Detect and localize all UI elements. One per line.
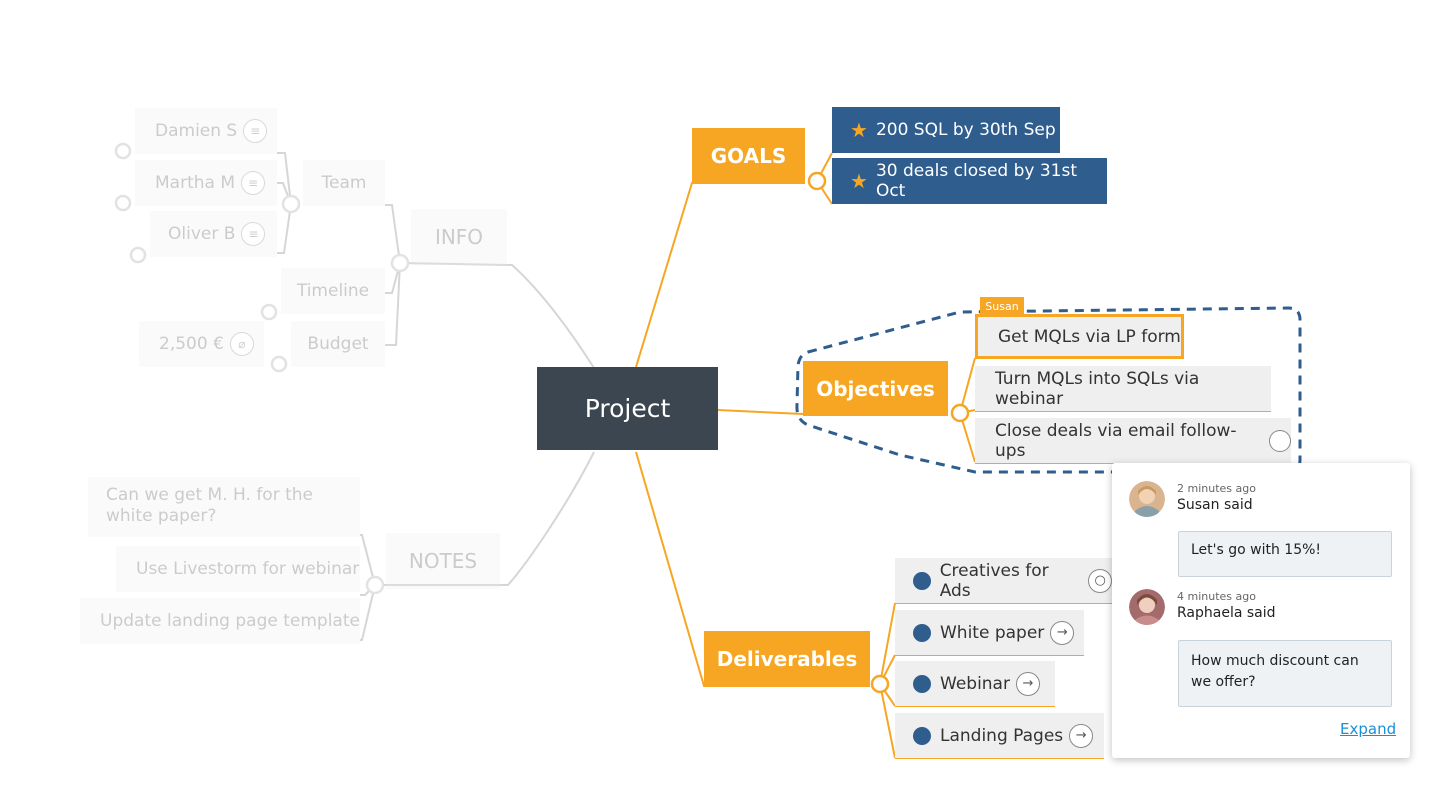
team-member-label: Martha M — [155, 173, 236, 193]
objective-item[interactable]: Turn MQLs into SQLs via webinar — [975, 366, 1271, 412]
goals-node[interactable]: GOALS — [692, 128, 805, 183]
comment-panel: 2 minutes ago Susan said Let's go with 1… — [1112, 463, 1410, 758]
arrow-right-icon[interactable]: → — [1050, 620, 1075, 645]
team-member-label: Damien S — [155, 121, 238, 141]
root-label: Project — [584, 394, 671, 423]
info-node[interactable]: INFO — [411, 209, 507, 265]
timeline-label: Timeline — [296, 281, 370, 301]
note-icon: ≡ — [241, 222, 266, 246]
note-text: Can we get M. H. for the white paper? — [106, 485, 313, 526]
deliverables-node[interactable]: Deliverables — [704, 631, 870, 686]
attachment-icon: ⌀ — [229, 332, 254, 356]
star-icon: ★ — [850, 169, 868, 193]
avatar — [1129, 589, 1165, 625]
objectives-node[interactable]: Objectives — [803, 361, 948, 416]
team-member-node[interactable]: Martha M ≡ — [135, 160, 277, 206]
deliverable-item[interactable]: White paper → — [895, 610, 1084, 656]
note-node[interactable]: Update landing page template — [80, 598, 360, 644]
budget-node[interactable]: Budget — [291, 321, 385, 367]
objective-text: Close deals via email follow-ups — [995, 420, 1237, 461]
info-label: INFO — [434, 225, 484, 249]
team-member-node[interactable]: Oliver B ≡ — [150, 211, 277, 257]
note-text: Use Livestorm for webinar — [136, 559, 360, 579]
note-icon: ≡ — [243, 119, 268, 143]
note-icon: ≡ — [241, 171, 266, 195]
comment-author: Susan said — [1177, 497, 1253, 513]
arrow-right-icon[interactable]: → — [1015, 671, 1040, 696]
comment-time: 2 minutes ago — [1177, 482, 1256, 495]
budget-value: 2,500 € — [159, 334, 224, 354]
deliverable-item[interactable]: Landing Pages → — [895, 713, 1104, 759]
expand-link[interactable]: Expand — [1340, 720, 1397, 738]
team-node[interactable]: Team — [303, 160, 385, 206]
team-member-node[interactable]: Damien S ≡ — [135, 108, 277, 154]
deliverable-text: Creatives for Ads — [939, 560, 1049, 601]
bullet-icon — [913, 623, 931, 642]
comment-author: Raphaela said — [1177, 605, 1276, 621]
notes-label: NOTES — [408, 549, 478, 573]
deliverable-text: Landing Pages — [940, 725, 1064, 746]
bullet-icon — [913, 571, 931, 590]
avatar — [1129, 481, 1165, 517]
goal-item[interactable]: ★ 200 SQL by 30th Sep — [832, 107, 1060, 153]
arrow-right-icon[interactable]: → — [1069, 723, 1094, 748]
objectives-label: Objectives — [816, 376, 935, 401]
bullet-icon — [913, 674, 931, 693]
goal-item[interactable]: ★ 30 deals closed by 31st Oct — [832, 158, 1107, 204]
note-node[interactable]: Use Livestorm for webinar — [116, 546, 360, 592]
notes-node[interactable]: NOTES — [386, 533, 500, 589]
comment-icon[interactable]: ○ — [1088, 568, 1113, 593]
budget-label: Budget — [307, 334, 369, 354]
objective-text: Get MQLs via LP form — [998, 326, 1181, 347]
deliverable-text: White paper — [940, 622, 1045, 643]
star-icon: ★ — [850, 118, 868, 142]
budget-value-node[interactable]: 2,500 € ⌀ — [139, 321, 264, 367]
root-node[interactable]: Project — [537, 367, 718, 450]
comment-bubble: Let's go with 15%! — [1178, 531, 1392, 577]
goal-text: 30 deals closed by 31st Oct — [875, 161, 1078, 201]
goals-label: GOALS — [710, 143, 787, 168]
comment-time: 4 minutes ago — [1177, 590, 1256, 603]
collaborator-tag: Susan — [980, 297, 1024, 315]
deliverables-label: Deliverables — [716, 646, 858, 671]
timeline-node[interactable]: Timeline — [281, 268, 385, 314]
bullet-icon — [913, 726, 931, 745]
comment-bubble: How much discount can we offer? — [1178, 640, 1392, 707]
objective-item[interactable]: Get MQLs via LP form — [975, 314, 1184, 359]
goal-text: 200 SQL by 30th Sep — [875, 120, 1056, 140]
note-node[interactable]: Can we get M. H. for the white paper? — [88, 477, 360, 537]
deliverable-item[interactable]: Webinar → — [895, 661, 1055, 707]
note-text: Update landing page template — [100, 611, 360, 631]
comment-icon[interactable] — [1269, 429, 1291, 452]
team-label: Team — [321, 173, 367, 193]
deliverable-text: Webinar — [940, 673, 1010, 694]
team-member-label: Oliver B — [168, 224, 236, 244]
deliverable-item[interactable]: Creatives for Ads ○ — [895, 558, 1113, 604]
objective-item[interactable]: Close deals via email follow-ups — [975, 418, 1291, 464]
objective-text: Turn MQLs into SQLs via webinar — [995, 368, 1200, 409]
